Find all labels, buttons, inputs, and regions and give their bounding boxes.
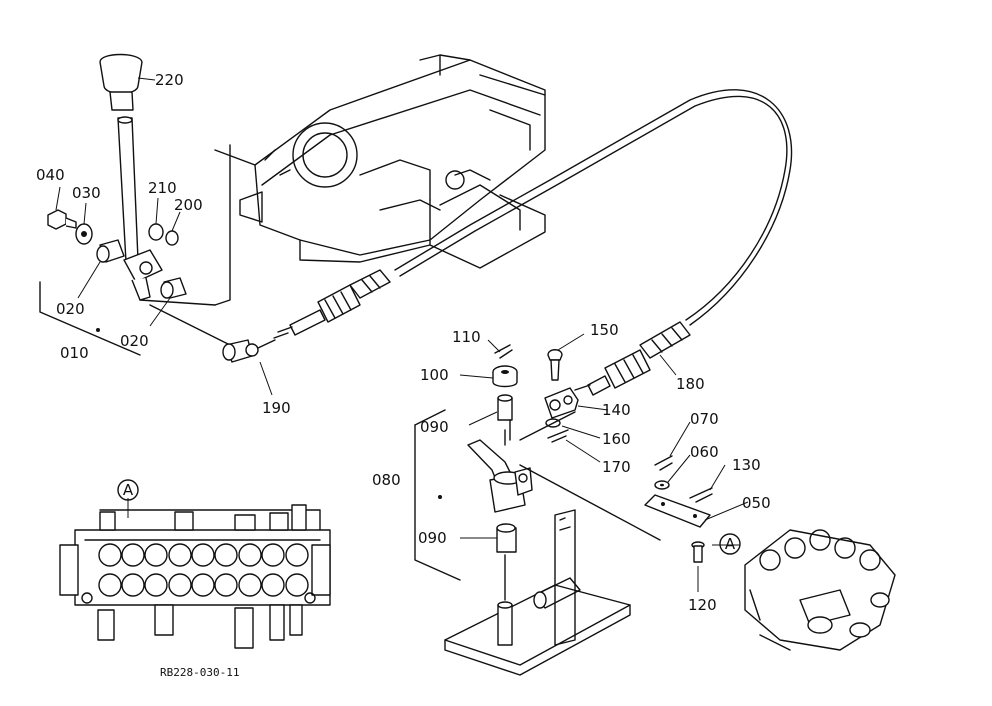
label-020-left: 020: [56, 300, 85, 318]
label-150: 150: [590, 321, 619, 339]
reference-marker-a-right: A: [719, 533, 741, 555]
cable-bracket: [429, 169, 546, 269]
label-140: 140: [602, 401, 631, 419]
clip-170: [547, 429, 569, 443]
label-190: 190: [262, 399, 291, 417]
label-050: 050: [742, 494, 771, 512]
label-060: 060: [690, 443, 719, 461]
pin-120: [691, 541, 705, 563]
washer-200: [165, 230, 179, 246]
label-130: 130: [732, 456, 761, 474]
drawing-code: RB228-030-11: [160, 666, 239, 679]
bushing-020-right: [160, 277, 187, 299]
nut-210: [148, 223, 164, 241]
collar-100: [492, 365, 518, 388]
shift-lever: [99, 53, 163, 301]
label-100: 100: [420, 366, 449, 384]
spacer-090-lower: [496, 523, 517, 553]
label-180: 180: [676, 375, 705, 393]
valve-spools-top: [98, 543, 309, 567]
bolt-040: [47, 209, 77, 230]
label-090-lower: 090: [418, 529, 447, 547]
valve-spools-bottom: [98, 573, 309, 597]
arm-080: [438, 419, 533, 513]
washer-060: [654, 480, 670, 490]
pin-150: [547, 349, 563, 381]
cable-end-upper: [273, 269, 391, 339]
part-labels: 220 040 030 210 200 020 020 010 190 110 …: [36, 71, 771, 614]
label-120: 120: [688, 596, 717, 614]
washer-030: [75, 223, 93, 245]
label-200: 200: [174, 196, 203, 214]
control-valve-right: [744, 529, 896, 651]
pin-070: [654, 455, 673, 471]
bushing-020-left: [96, 239, 125, 263]
leader-lines: [55, 77, 749, 592]
plate-050: [644, 494, 711, 528]
bracket-080-lines: [414, 409, 661, 601]
label-070: 070: [690, 410, 719, 428]
ref-a-right-text: A: [725, 535, 736, 553]
label-030: 030: [72, 184, 101, 202]
control-cable: [394, 89, 793, 326]
clevis-140: [544, 387, 579, 419]
cable-end-180: [574, 321, 691, 396]
link-line-140: [519, 411, 576, 441]
label-210: 210: [148, 179, 177, 197]
label-170: 170: [602, 458, 631, 476]
ref-a-left-text: A: [123, 481, 134, 499]
clip-130: [689, 487, 713, 503]
frame-housing: [214, 54, 546, 306]
pin-110: [494, 344, 513, 359]
reference-marker-a-left: A: [117, 479, 139, 501]
spacer-090-upper: [497, 394, 513, 421]
control-valve-left: [59, 504, 331, 649]
label-080: 080: [372, 471, 401, 489]
base-stand: [444, 509, 631, 676]
label-020-right: 020: [120, 332, 149, 350]
ball-joint-190: [222, 339, 276, 363]
label-220: 220: [155, 71, 184, 89]
label-040: 040: [36, 166, 65, 184]
label-090-upper: 090: [420, 418, 449, 436]
label-160: 160: [602, 430, 631, 448]
label-010: 010: [60, 344, 89, 362]
lever-assembly-bracket-lines: [39, 281, 231, 356]
label-110: 110: [452, 328, 481, 346]
